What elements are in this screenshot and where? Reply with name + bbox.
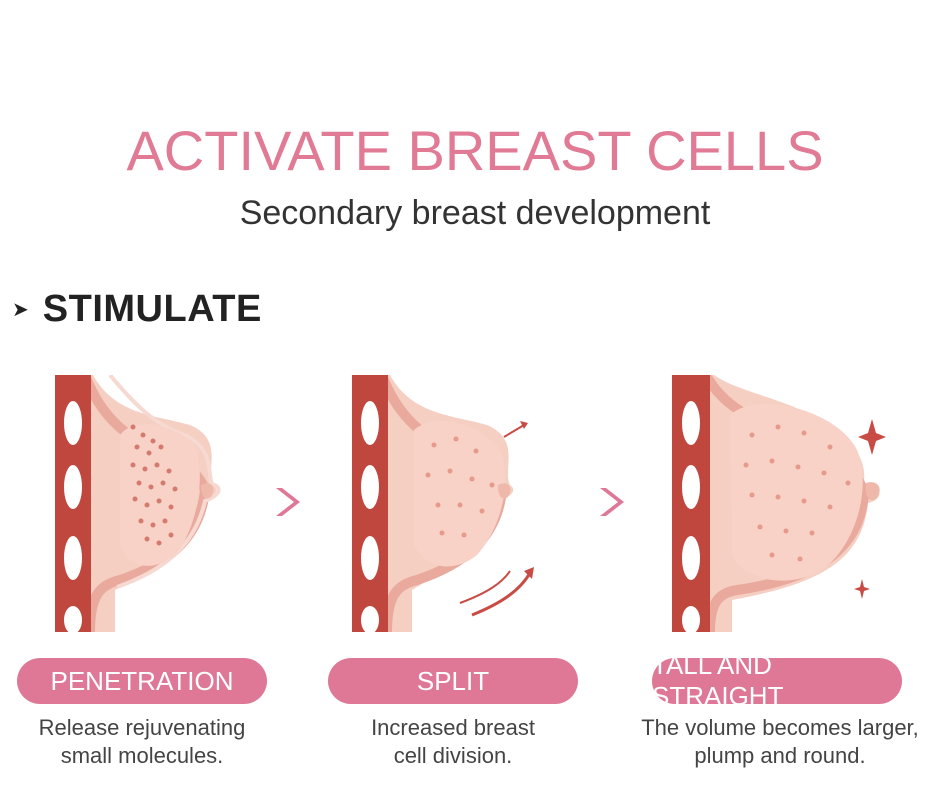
play-arrow-icon: ➤ xyxy=(12,298,29,321)
breast-illustration-penetration xyxy=(55,375,221,632)
description-line: small molecules. xyxy=(60,743,224,768)
section-label: STIMULATE xyxy=(42,287,262,330)
page-subtitle: Secondary breast development xyxy=(239,194,711,232)
breast-illustration-tall-and-straight xyxy=(672,375,886,632)
chevron-right-icon xyxy=(600,488,624,516)
stage-description-penetration: Release rejuvenating small molecules. xyxy=(0,714,292,770)
description-line: Release rejuvenating xyxy=(38,715,246,740)
stage-pill-tall-and-straight: TALL AND STRAIGHT xyxy=(652,650,902,711)
breast-illustration-split xyxy=(352,375,534,632)
description-line: cell division. xyxy=(393,743,513,768)
stage-pill-split: SPLIT xyxy=(328,658,578,704)
stage-description-tall-and-straight: The volume becomes larger, plump and rou… xyxy=(630,714,930,770)
description-line: Increased breast xyxy=(371,715,535,740)
page-title: ACTIVATE BREAST CELLS xyxy=(126,119,824,182)
section-heading: ➤ STIMULATE xyxy=(12,287,262,331)
stage-pill-penetration: PENETRATION xyxy=(17,658,267,704)
chevron-right-icon xyxy=(276,488,300,516)
description-line: plump and round. xyxy=(694,743,866,768)
description-line: The volume becomes larger, xyxy=(641,715,919,740)
stage-description-split: Increased breast cell division. xyxy=(303,714,603,770)
